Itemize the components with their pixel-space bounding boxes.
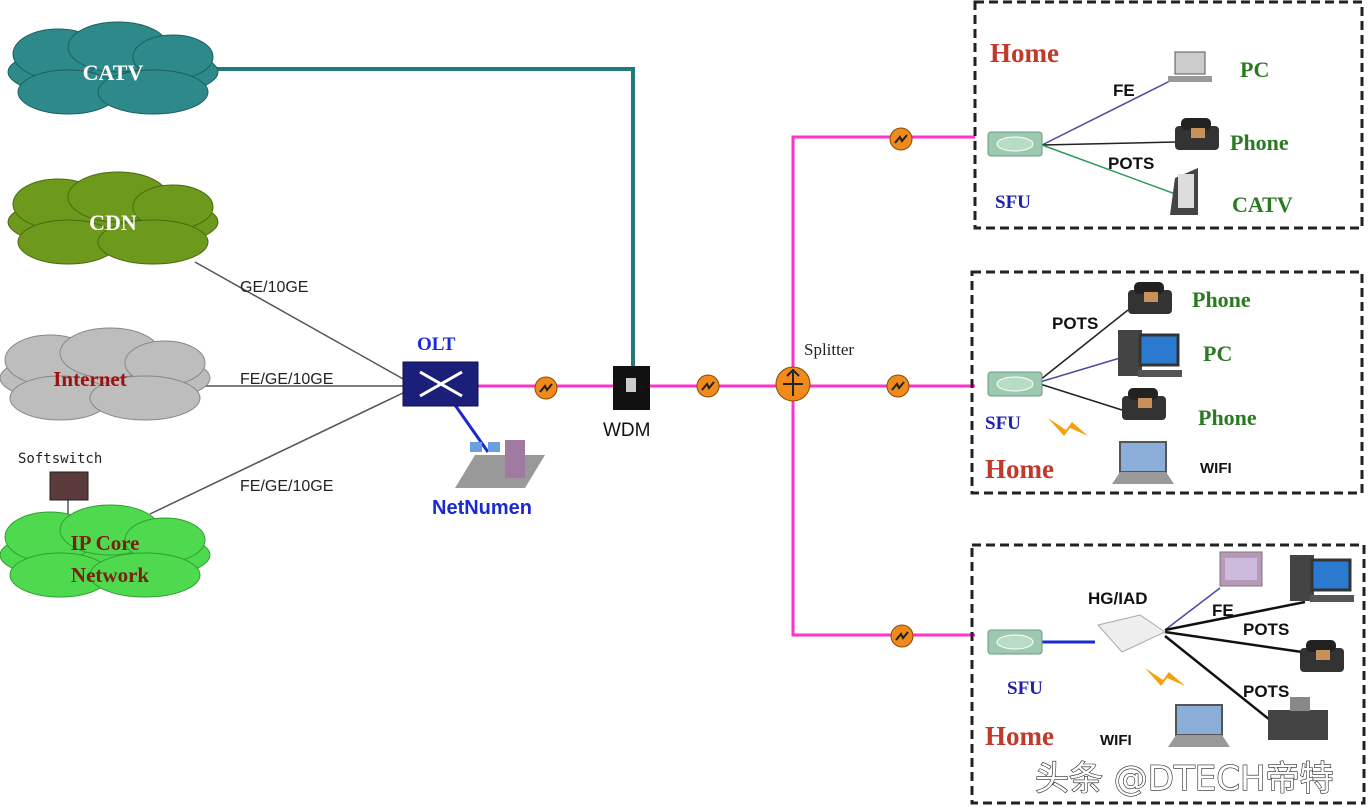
home-3-hg-label: HG/IAD [1088, 589, 1148, 608]
home-2-phone-2-label: Phone [1198, 405, 1257, 430]
home-2-sfu-label: SFU [985, 413, 1021, 434]
pc-icon [1168, 51, 1212, 82]
phone-icon [1175, 118, 1219, 150]
home-2-box [970, 270, 1364, 495]
home-1-pots-label: POTS [1108, 154, 1154, 173]
fiber-connector-icon [696, 374, 720, 398]
internet-link-label: FE/GE/10GE [240, 371, 333, 388]
home-2-phone-1-label: Phone [1192, 287, 1251, 312]
onu-icon [987, 131, 1043, 157]
home-2-pots-label: POTS [1052, 314, 1098, 333]
cdn-link-label: GE/10GE [240, 279, 308, 296]
cloud-ipcore-label-1: IP Core [70, 531, 139, 555]
home-1-title: Home [990, 38, 1059, 68]
onu-icon [987, 371, 1043, 397]
phone-icon [1128, 282, 1172, 314]
netnumen-label: NetNumen [432, 497, 532, 519]
ipcore-link-label: FE/GE/10GE [240, 478, 333, 495]
softswitch-label: Softswitch [18, 451, 102, 467]
phone-icon [1122, 388, 1166, 420]
watermark: 头条 @DTECH帝特 [1035, 759, 1334, 799]
home-1-fe-label: FE [1113, 81, 1135, 100]
softswitch-icon [49, 471, 89, 501]
netnumen-link [453, 404, 490, 453]
home-1-sfu-label: SFU [995, 192, 1031, 213]
fax-icon [1268, 697, 1328, 740]
pc-icon [1288, 553, 1356, 604]
home-3-sfu-label: SFU [1007, 678, 1043, 699]
tv-icon [1170, 168, 1198, 215]
phone-icon [1300, 640, 1344, 672]
netnumen-icon [455, 440, 545, 488]
fiber-connector-icon [886, 374, 910, 398]
fiber-connector-icon [889, 127, 913, 151]
home-1-catv-label: CATV [1232, 192, 1293, 217]
pc-icon [1116, 328, 1184, 379]
wdm-icon [613, 366, 650, 410]
home-1-box [973, 0, 1364, 230]
home-3-pots-1-label: POTS [1243, 620, 1289, 639]
wireless-icon [1048, 418, 1088, 436]
splitter-label: Splitter [804, 340, 854, 359]
splitter-icon [775, 366, 811, 402]
laptop-icon [1111, 441, 1175, 485]
home-2-wifi-label: WIFI [1200, 460, 1232, 477]
home-1-pc-label: PC [1240, 57, 1269, 82]
home-2-pc-label: PC [1203, 341, 1232, 366]
fiber-connector-icon [534, 376, 558, 400]
home-2-title: Home [985, 454, 1054, 484]
home-3-box [970, 543, 1366, 805]
laptop-icon [1167, 704, 1231, 748]
cloud-cdn-label: CDN [89, 210, 137, 235]
onu-icon [987, 629, 1043, 655]
home-3-wifi-label: WIFI [1100, 732, 1132, 749]
olt-icon [402, 361, 479, 407]
home-3-pots-2-label: POTS [1243, 682, 1289, 701]
catv-line [215, 67, 635, 370]
olt-label: OLT [417, 334, 456, 355]
cloud-internet-label: Internet [53, 367, 126, 391]
tv-icon [1219, 551, 1263, 587]
wireless-icon [1145, 668, 1185, 686]
cdn-link [194, 261, 406, 381]
ipcore-link [149, 391, 406, 515]
home-3-fe-label: FE [1212, 601, 1234, 620]
cloud-ipcore-label-2: Network [71, 563, 149, 587]
wdm-label: WDM [603, 420, 650, 441]
home-1-phone-label: Phone [1230, 130, 1289, 155]
home-3-title: Home [985, 721, 1054, 751]
fiber-connector-icon [890, 624, 914, 648]
cloud-catv-label: CATV [83, 60, 144, 85]
hg-iad-icon [1097, 614, 1167, 653]
